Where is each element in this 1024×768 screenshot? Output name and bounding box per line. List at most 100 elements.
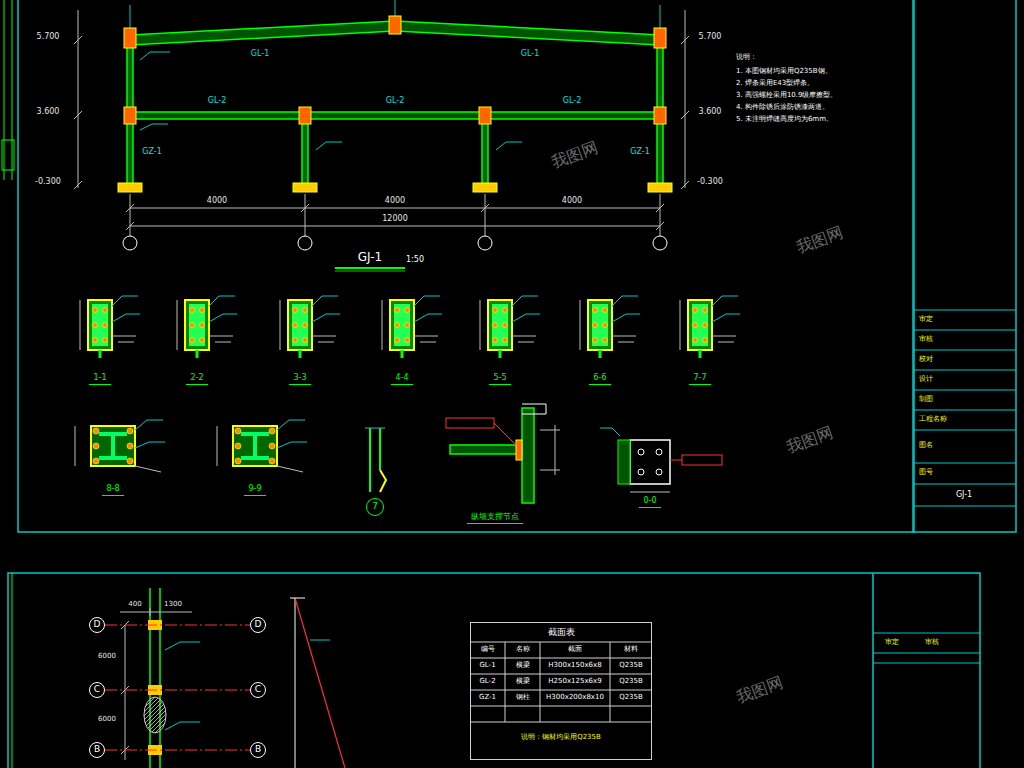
title-block-text: 图名 [918, 442, 934, 450]
dimension-line [310, 640, 330, 641]
elevation-line [295, 598, 296, 768]
member-tag: GL-2 [385, 97, 406, 106]
section-caption: 5-5 [489, 374, 510, 385]
section-caption: 3-3 [289, 374, 310, 385]
section-detail: 9-9 [207, 405, 303, 498]
table-header: 材料 [623, 646, 639, 654]
title-line [913, 484, 1016, 485]
dimension-line [540, 430, 560, 431]
table-line [505, 642, 506, 722]
note-line: 2. 焊条采用E43型焊条。 [735, 80, 815, 88]
table-line [470, 706, 652, 707]
rafter-axis [130, 38, 660, 39]
section-detail: 1-1 [68, 282, 132, 387]
title-line [913, 430, 1016, 431]
angle [618, 440, 630, 484]
section-detail: 0-0 [600, 425, 700, 510]
tick [681, 111, 689, 119]
leader-line [494, 423, 516, 445]
bolt [638, 449, 644, 455]
extension-line [305, 194, 306, 236]
dimension-text: 6000 [97, 653, 117, 661]
section-caption: 7-7 [689, 374, 710, 385]
tick [126, 222, 134, 230]
leader-line [165, 642, 200, 650]
dimension-line [125, 625, 126, 760]
joint [654, 28, 666, 48]
brace-beam [450, 445, 522, 454]
title-underline [335, 271, 405, 272]
hatched-area [144, 697, 166, 733]
column [522, 408, 534, 503]
grid-axis-line [105, 750, 250, 751]
dimension-line [120, 612, 192, 613]
dimension-text: 400 [127, 601, 142, 609]
tick [74, 111, 82, 119]
title-line [913, 410, 1016, 411]
title-block-text: 审定 [918, 316, 934, 324]
joint [299, 107, 311, 124]
sheet-edge [4, 0, 5, 180]
extension-line [660, 194, 661, 236]
leader-line [140, 124, 168, 130]
table-cell: H300x200x8x10 [545, 694, 605, 702]
scale-text: 1:50 [405, 256, 425, 265]
grid-bubble [123, 236, 137, 250]
tick [656, 204, 664, 212]
tag-box [682, 455, 722, 465]
member-tag: GL-2 [562, 97, 583, 106]
section-figure [177, 296, 237, 358]
table-line [470, 674, 652, 675]
weld [380, 470, 386, 492]
title-block [872, 573, 874, 768]
drawing-number: GJ-1 [955, 491, 973, 500]
sheet-edge [2, 140, 14, 170]
title-block [913, 0, 1016, 532]
extension-line [485, 194, 486, 236]
extension-line [130, 194, 131, 236]
grid-bubble: C [89, 682, 105, 698]
section-caption: 9-9 [244, 485, 265, 496]
elevation-line [290, 598, 305, 599]
tick [150, 608, 151, 616]
joint [389, 16, 401, 34]
base-plate-figure [217, 420, 307, 472]
member-tag: GL-1 [520, 50, 541, 59]
tick [681, 181, 689, 189]
bolt [638, 469, 644, 475]
elevation-text: -0.300 [696, 178, 724, 187]
bolt [656, 449, 662, 455]
table-line [610, 642, 611, 722]
table-line [470, 642, 652, 643]
stiffener [369, 428, 371, 492]
title-line [913, 350, 1016, 351]
column-base [473, 183, 497, 192]
grid-bubble: C [250, 682, 266, 698]
leader-line [165, 722, 200, 730]
elevation-text: -0.300 [34, 178, 62, 187]
member-line [149, 588, 151, 768]
tick [656, 222, 664, 230]
title-line [873, 633, 980, 634]
section-caption: 6-6 [589, 374, 610, 385]
dimension-text: 1300 [163, 601, 183, 609]
watermark: 我图网 [793, 223, 846, 257]
member-tag: GL-2 [207, 97, 228, 106]
joint [479, 107, 491, 124]
member-line [159, 588, 161, 768]
section-figure [680, 296, 740, 358]
section-caption: 4-4 [391, 374, 412, 385]
column-base [648, 183, 672, 192]
section-figure [480, 296, 540, 358]
column-base [293, 183, 317, 192]
axis-label: D [255, 620, 262, 630]
leader-line [140, 52, 170, 60]
section-detail: 2-2 [165, 282, 229, 387]
sheet-border [8, 573, 980, 768]
dimension-line [130, 226, 660, 227]
section-detail: 5-5 [468, 282, 532, 387]
table-header: 名称 [515, 646, 531, 654]
grid-bubble: B [250, 742, 266, 758]
grid-axis-line [105, 625, 250, 626]
member-tag: GZ-1 [141, 148, 163, 157]
